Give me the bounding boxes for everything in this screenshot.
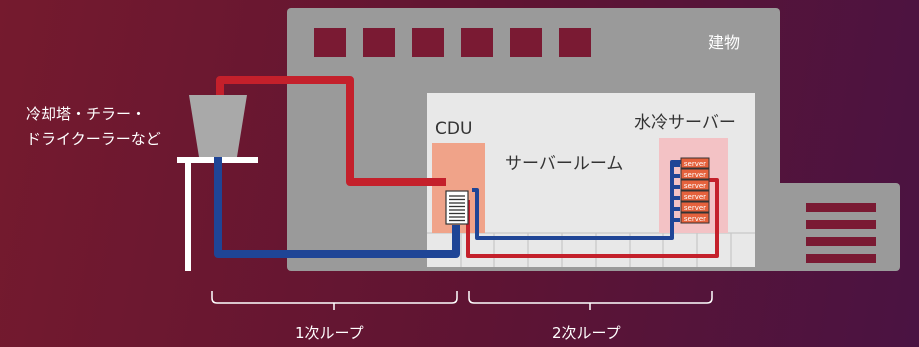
louver bbox=[806, 203, 876, 212]
server-unit-label: server bbox=[684, 204, 706, 212]
secondary-loop-label: 2次ループ bbox=[552, 324, 621, 342]
window bbox=[314, 28, 346, 57]
server-unit bbox=[680, 168, 710, 180]
server-stack: server server server server server serve… bbox=[680, 157, 710, 224]
secondary-cold-pipe bbox=[472, 160, 683, 240]
secondary-loop-pipes bbox=[466, 160, 719, 258]
server-manifold-ticks bbox=[672, 163, 680, 222]
server-room-label: サーバールーム bbox=[505, 154, 624, 174]
louver bbox=[806, 220, 876, 229]
primary-cold-pipe bbox=[214, 157, 460, 258]
window bbox=[461, 28, 493, 57]
server-unit-label: server bbox=[684, 193, 706, 201]
primary-loop-label: 1次ループ bbox=[295, 324, 364, 342]
server-unit-label: server bbox=[684, 215, 706, 223]
secondary-hot-pipe bbox=[466, 178, 719, 258]
vent-louvers bbox=[806, 203, 876, 263]
cooling-equipment-label-line1: 冷却塔・チラー・ bbox=[26, 105, 147, 123]
server-unit bbox=[680, 201, 710, 213]
cdu-heat-exchanger-icon bbox=[445, 190, 469, 225]
cdu-label: CDU bbox=[435, 119, 473, 139]
cooling-tower-body bbox=[189, 95, 247, 157]
window bbox=[559, 28, 591, 57]
water-cooled-server-label: 水冷サーバー bbox=[634, 113, 736, 133]
server-unit bbox=[680, 179, 710, 191]
server-unit bbox=[680, 212, 710, 224]
primary-loop-pipes bbox=[214, 76, 460, 258]
server-unit bbox=[680, 190, 710, 202]
window bbox=[412, 28, 444, 57]
loop-brackets bbox=[211, 291, 713, 310]
server-unit-label: server bbox=[684, 160, 706, 168]
building-windows bbox=[314, 28, 591, 57]
window bbox=[510, 28, 542, 57]
window bbox=[363, 28, 395, 57]
primary-hot-pipe bbox=[216, 76, 446, 186]
secondary-loop-bracket bbox=[468, 291, 713, 310]
louver bbox=[806, 254, 876, 263]
server-unit bbox=[680, 157, 710, 169]
primary-loop-bracket bbox=[211, 291, 458, 310]
server-unit-label: server bbox=[684, 171, 706, 179]
louver bbox=[806, 237, 876, 246]
building-label: 建物 bbox=[708, 33, 741, 52]
server-unit-label: server bbox=[684, 182, 706, 190]
cooling-equipment-label-line2: ドライクーラーなど bbox=[26, 130, 161, 148]
